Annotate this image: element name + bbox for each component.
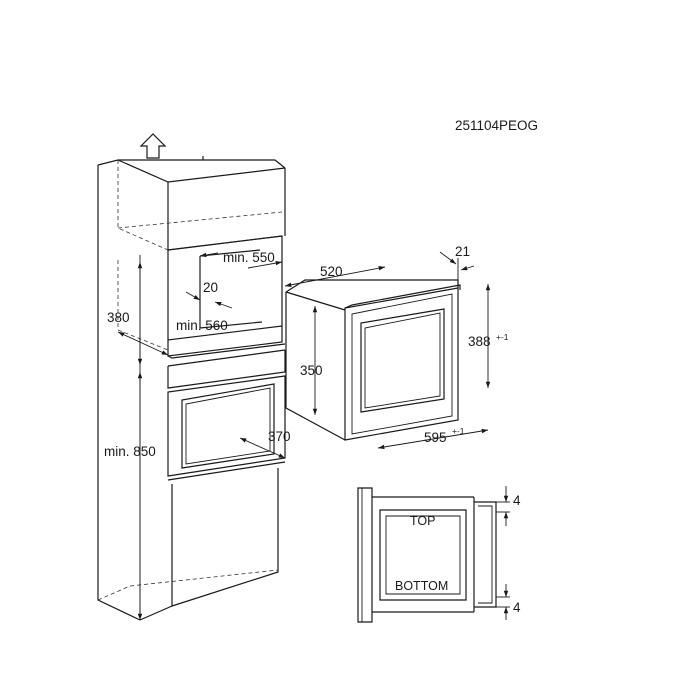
cabinet xyxy=(97,156,286,621)
gap-bottom-label: 4 xyxy=(513,600,521,615)
cabinet-dimensions xyxy=(117,252,286,620)
gap-detail xyxy=(357,486,510,623)
front-height-label: 388 xyxy=(468,334,491,349)
front-width-tol-label: +-1 xyxy=(452,426,465,436)
unit-height-label: 350 xyxy=(300,363,323,378)
top-label: TOP xyxy=(410,514,435,528)
install-height-label: min. 850 xyxy=(104,444,156,459)
up-arrow-icon xyxy=(139,133,167,159)
frame-depth-label: 21 xyxy=(455,244,470,259)
niche-depth-label: min. 560 xyxy=(176,318,228,333)
niche-gap-label: 20 xyxy=(203,280,218,295)
niche-height-label: 380 xyxy=(107,310,130,325)
appliance-dimensions xyxy=(284,251,491,450)
gap-top-label: 4 xyxy=(513,493,521,508)
unit-depth-label: 370 xyxy=(268,429,291,444)
appliance xyxy=(285,279,461,441)
front-height-tol-label: +-1 xyxy=(496,332,509,342)
drawing-code: 251104PEOG xyxy=(455,118,538,133)
bottom-label: BOTTOM xyxy=(395,579,448,593)
unit-width-label: 520 xyxy=(320,264,343,279)
niche-width-label: min. 550 xyxy=(223,250,275,265)
front-width-label: 595 xyxy=(424,430,447,445)
